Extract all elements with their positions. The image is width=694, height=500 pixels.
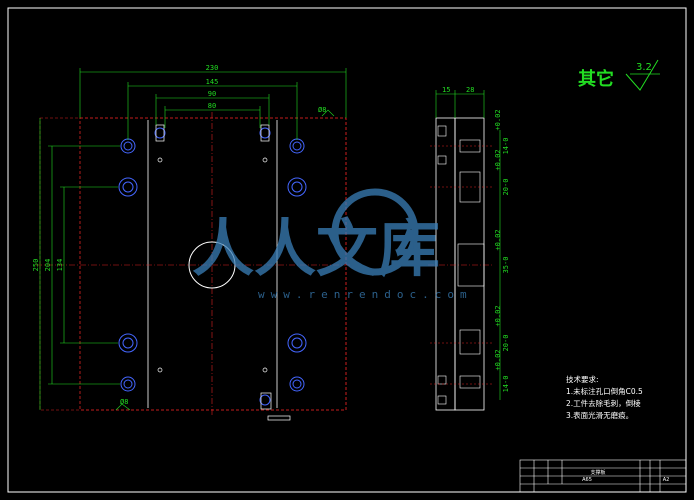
dim-side-15: 15 [442, 86, 450, 94]
dim-side-r4: +0.02 [494, 149, 502, 170]
title-block-scale: A2 [663, 477, 670, 483]
drawing-frame [7, 7, 687, 493]
hole-label-top: Ø8 [318, 106, 326, 114]
dim-top-230: 230 [206, 64, 219, 72]
watermark-url: www.renrendoc.com [258, 288, 473, 301]
dim-side-r5: 35-0 [502, 257, 510, 274]
technical-requirements: 技术要求: 1.未标注孔口倒角C0.5 2.工件去除毛刺，倒棱 3.表面光滑无磨… [566, 374, 643, 420]
roughness-value: 3.2 [636, 62, 652, 73]
tech-req-item-2: 2.工件去除毛刺，倒棱 [566, 398, 641, 408]
title-block-material: A65 [582, 477, 592, 483]
watermark: 人人文库 www.renrendoc.com [192, 188, 473, 301]
dim-left-204: 204 [44, 259, 52, 272]
dim-side-r10: +0.02 [494, 349, 502, 370]
roughness-label: 其它 [578, 68, 614, 90]
title-block-part-name: 支撑板 [590, 469, 605, 476]
dim-left-250: 250 [32, 259, 40, 272]
tech-req-title: 技术要求: [566, 374, 599, 384]
side-view [428, 90, 501, 411]
tech-req-item-3: 3.表面光滑无磨痕。 [566, 410, 633, 420]
dim-side-r6: +0.02 [494, 229, 502, 250]
dim-side-r7: 20-0 [502, 335, 510, 352]
dim-side-r2: +0.02 [494, 109, 502, 130]
watermark-text: 人人文库 [192, 212, 440, 285]
dim-left-134: 134 [56, 259, 64, 272]
dim-side-r8: +0.02 [494, 305, 502, 326]
left-dimensions [39, 118, 120, 410]
dim-side-28: 28 [466, 86, 474, 94]
dim-side-r1: 14-0 [502, 138, 510, 155]
top-dimensions [79, 68, 347, 140]
dim-top-90: 90 [208, 90, 216, 98]
dim-side-r3: 20-0 [502, 179, 510, 196]
dim-top-145: 145 [206, 78, 219, 86]
leader-bottom [115, 403, 131, 411]
dim-side-r9: 14-0 [502, 376, 510, 393]
main-plate-view [36, 112, 352, 421]
tech-req-item-1: 1.未标注孔口倒角C0.5 [566, 386, 643, 396]
dim-top-80: 80 [208, 102, 216, 110]
title-block [519, 459, 687, 493]
hole-label-bottom: Ø8 [120, 398, 128, 406]
leader-top [321, 109, 335, 117]
roughness-symbol-icon [625, 59, 659, 91]
center-hole [188, 241, 236, 289]
